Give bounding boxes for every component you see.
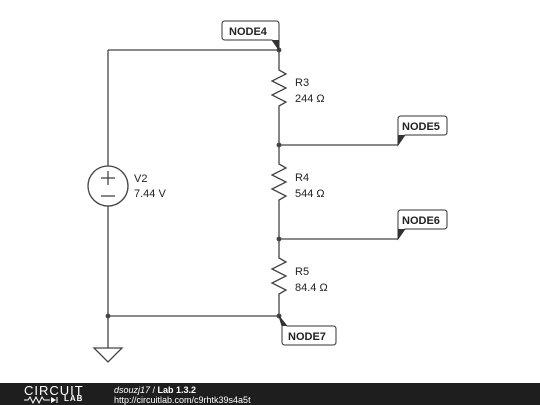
r5-name: R5 <box>295 266 309 278</box>
footer-separator: / <box>150 385 158 395</box>
wires <box>107 49 398 348</box>
voltage-source-icon[interactable] <box>87 165 129 207</box>
node5-label: NODE5 <box>402 121 440 133</box>
footer-title[interactable]: Lab 1.3.2 <box>157 385 197 395</box>
r5-value: 84.4 Ω <box>295 282 328 294</box>
node7-label: NODE7 <box>288 331 326 343</box>
resistor-icon[interactable] <box>270 158 288 206</box>
logo-top-text: CIRCUIT <box>24 383 84 398</box>
footer-info: dsouzj17 / Lab 1.3.2 http://circuitlab.c… <box>114 385 251 405</box>
logo-waveform-icon <box>24 396 58 404</box>
r3-value: 244 Ω <box>295 93 325 105</box>
resistor-icon[interactable] <box>270 252 288 300</box>
node-tag-node6[interactable]: NODE6 <box>397 209 448 241</box>
v2-name: V2 <box>134 173 147 185</box>
footer-bar: CIRCUIT LAB dsouzj17 / Lab 1.3.2 http://… <box>0 383 540 405</box>
junction-node5 <box>276 142 282 148</box>
circuitlab-logo-icon[interactable]: CIRCUIT LAB <box>24 383 94 404</box>
node-tag-node4[interactable]: NODE4 <box>221 20 280 52</box>
footer-url[interactable]: http://circuitlab.com/c9rhtk39s4a5t <box>114 395 251 405</box>
logo-bottom-text: LAB <box>64 394 84 403</box>
node6-label: NODE6 <box>402 215 440 227</box>
junction-ground <box>105 313 111 319</box>
node4-label: NODE4 <box>229 26 268 38</box>
r4-name: R4 <box>295 172 309 184</box>
node-tag-node7[interactable]: NODE7 <box>278 315 337 346</box>
node-tag-node5[interactable]: NODE5 <box>397 115 448 147</box>
r3-name: R3 <box>295 77 309 89</box>
footer-user[interactable]: dsouzj17 <box>114 385 151 395</box>
junction-node6 <box>276 236 282 242</box>
v2-value: 7.44 V <box>134 188 166 200</box>
resistor-icon[interactable] <box>270 64 288 112</box>
ground-icon <box>92 347 124 363</box>
r4-value: 544 Ω <box>295 188 325 200</box>
